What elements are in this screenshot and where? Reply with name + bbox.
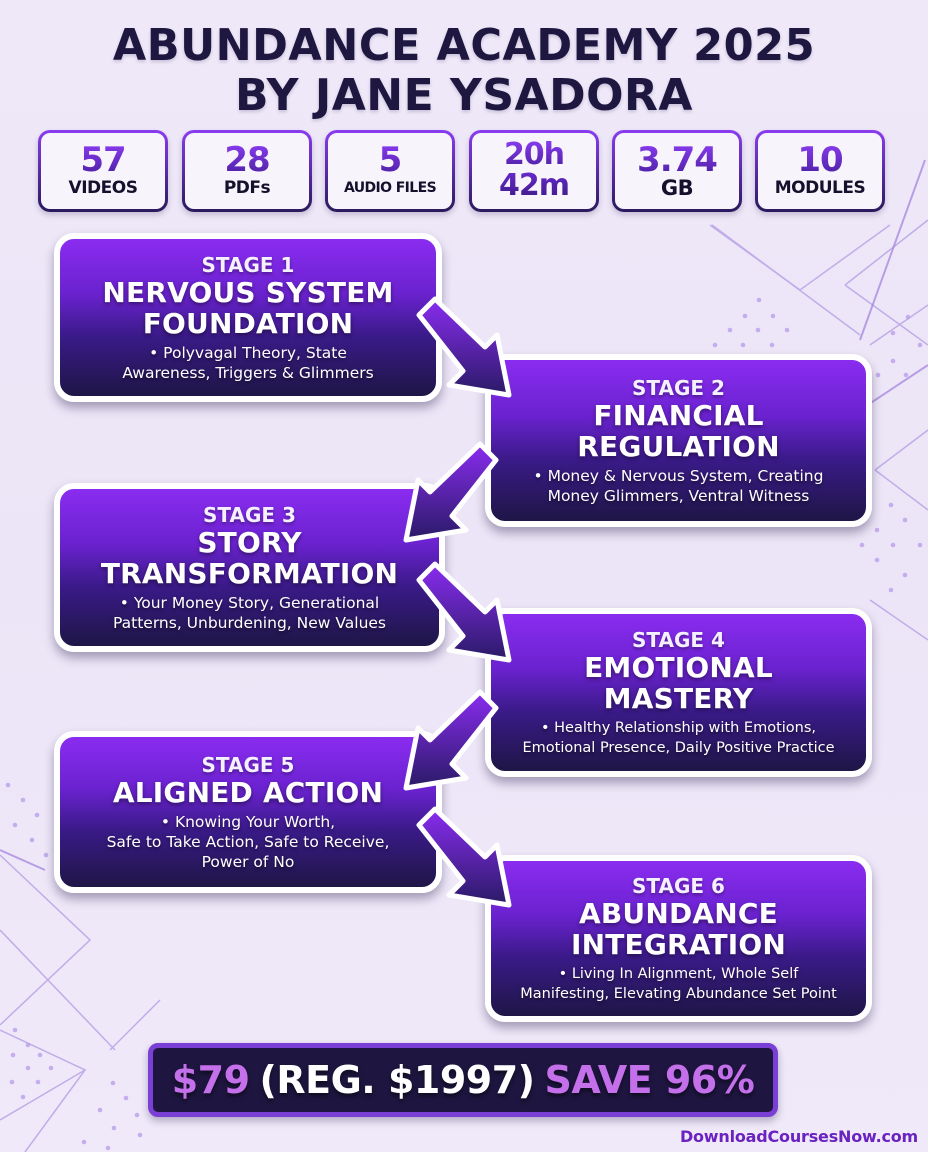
stage-label: STAGE 1 xyxy=(201,252,295,277)
stage-title: TRANSFORMATION xyxy=(100,556,399,590)
stat-modules: 10 MODULES xyxy=(755,130,885,212)
stage-description-line: • Living In Alignment, Whole Self xyxy=(558,965,799,982)
stage-label: STAGE 2 xyxy=(632,375,725,400)
stage-description: • Polyvagal Theory, State Awareness, Tri… xyxy=(122,343,373,383)
stage-label: STAGE 3 xyxy=(203,502,296,527)
stat-value: 10 xyxy=(797,140,843,180)
stage-description: • Living In Alignment, Whole Self Manife… xyxy=(520,964,837,1004)
stage-description-line: • Polyvagal Theory, State xyxy=(149,343,347,362)
stage-description: • Knowing Your Worth, Safe to Take Actio… xyxy=(107,812,390,872)
stat-value: 57 xyxy=(80,140,126,180)
stage-description-line: Patterns, Unburdening, New Values xyxy=(112,613,387,632)
stage-card-4: STAGE 4 EMOTIONAL MASTERY • Healthy Rela… xyxy=(485,608,872,777)
price-banner: $79 (REG. $1997) SAVE 96% xyxy=(148,1043,778,1117)
stage-title: ABUNDANCE xyxy=(578,896,778,930)
stage-title: FINANCIAL xyxy=(593,398,764,432)
stat-label: GB xyxy=(660,176,694,200)
stat-duration: 20h 42m xyxy=(469,130,599,212)
stage-card-6: STAGE 6 ABUNDANCE INTEGRATION • Living I… xyxy=(485,855,872,1022)
stat-value: 20h xyxy=(503,137,565,172)
stage-description: • Money & Nervous System, Creating Money… xyxy=(534,466,824,506)
stage-card-1: STAGE 1 NERVOUS SYSTEM FOUNDATION • Poly… xyxy=(54,233,442,402)
stat-value: 3.74 xyxy=(637,140,718,180)
stage-title: REGULATION xyxy=(577,429,780,463)
stat-audio-files: 5 AUDIO FILES xyxy=(325,130,455,212)
savings-badge: SAVE 96% xyxy=(544,1058,755,1102)
stage-title: STORY xyxy=(197,525,302,559)
stage-description-line: • Money & Nervous System, Creating xyxy=(533,466,824,485)
stat-value: 28 xyxy=(224,140,270,180)
stage-title: EMOTIONAL xyxy=(584,650,773,684)
stat-videos: 57 VIDEOS xyxy=(38,130,168,212)
stat-label: AUDIO FILES xyxy=(343,180,437,196)
stage-card-2: STAGE 2 FINANCIAL REGULATION • Money & N… xyxy=(485,354,872,527)
stage-description: • Your Money Story, Generational Pattern… xyxy=(113,593,386,633)
stat-label: MODULES xyxy=(774,178,866,198)
site-watermark: DownloadCoursesNow.com xyxy=(679,1127,918,1146)
stage-title: ALIGNED ACTION xyxy=(112,775,384,809)
stage-description-line: Awareness, Triggers & Glimmers xyxy=(122,363,374,382)
page-title-line-2: BY JANE YSADORA xyxy=(235,70,693,121)
page-title-line-1: ABUNDANCE ACADEMY 2025 xyxy=(112,20,816,71)
stat-value: 5 xyxy=(378,140,403,180)
arrow-right-down-icon xyxy=(416,806,512,908)
stage-description-line: • Your Money Story, Generational xyxy=(119,593,380,612)
stat-size: 3.74 GB xyxy=(612,130,742,212)
stat-label: PDFs xyxy=(223,178,271,198)
arrow-right-down-icon xyxy=(416,296,512,398)
stat-pdfs: 28 PDFs xyxy=(182,130,312,212)
stat-label: 42m xyxy=(498,168,570,203)
stage-description-line: Manifesting, Elevating Abundance Set Poi… xyxy=(520,985,837,1002)
stage-description-line: Safe to Take Action, Safe to Receive, xyxy=(106,832,390,851)
stage-description-line: Power of No xyxy=(201,852,295,871)
stage-label: STAGE 4 xyxy=(632,627,725,652)
stage-description: • Healthy Relationship with Emotions, Em… xyxy=(522,718,834,758)
stage-title: NERVOUS SYSTEM xyxy=(102,275,394,309)
arrow-right-down-icon xyxy=(416,561,512,663)
stage-description-line: Emotional Presence, Daily Positive Pract… xyxy=(522,739,835,756)
stage-label: STAGE 5 xyxy=(201,752,295,777)
stat-label: VIDEOS xyxy=(68,178,138,198)
regular-price: (REG. $1997) xyxy=(259,1058,536,1102)
stage-title: INTEGRATION xyxy=(570,927,787,961)
sale-price: $79 xyxy=(171,1058,250,1102)
stage-description-line: • Healthy Relationship with Emotions, xyxy=(540,719,817,736)
stage-label: STAGE 6 xyxy=(632,873,725,898)
arrow-left-down-icon xyxy=(403,441,499,543)
stage-card-5: STAGE 5 ALIGNED ACTION • Knowing Your Wo… xyxy=(54,731,442,893)
arrow-left-down-icon xyxy=(403,689,499,791)
stage-description-line: • Knowing Your Worth, xyxy=(160,812,336,831)
stage-title: MASTERY xyxy=(603,681,754,715)
stage-title: FOUNDATION xyxy=(142,306,354,340)
stage-card-3: STAGE 3 STORY TRANSFORMATION • Your Mone… xyxy=(54,483,445,652)
stage-description-line: Money Glimmers, Ventral Witness xyxy=(547,486,810,505)
